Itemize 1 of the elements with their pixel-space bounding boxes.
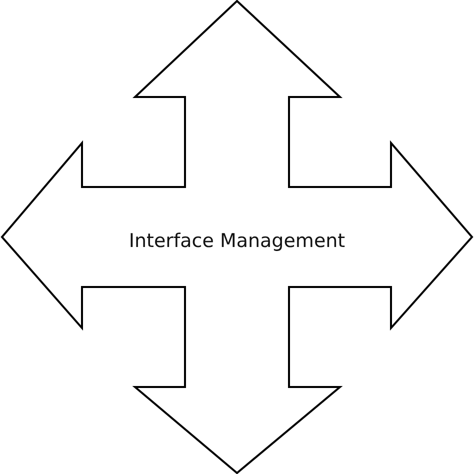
node-label: Interface Management	[128, 230, 346, 252]
